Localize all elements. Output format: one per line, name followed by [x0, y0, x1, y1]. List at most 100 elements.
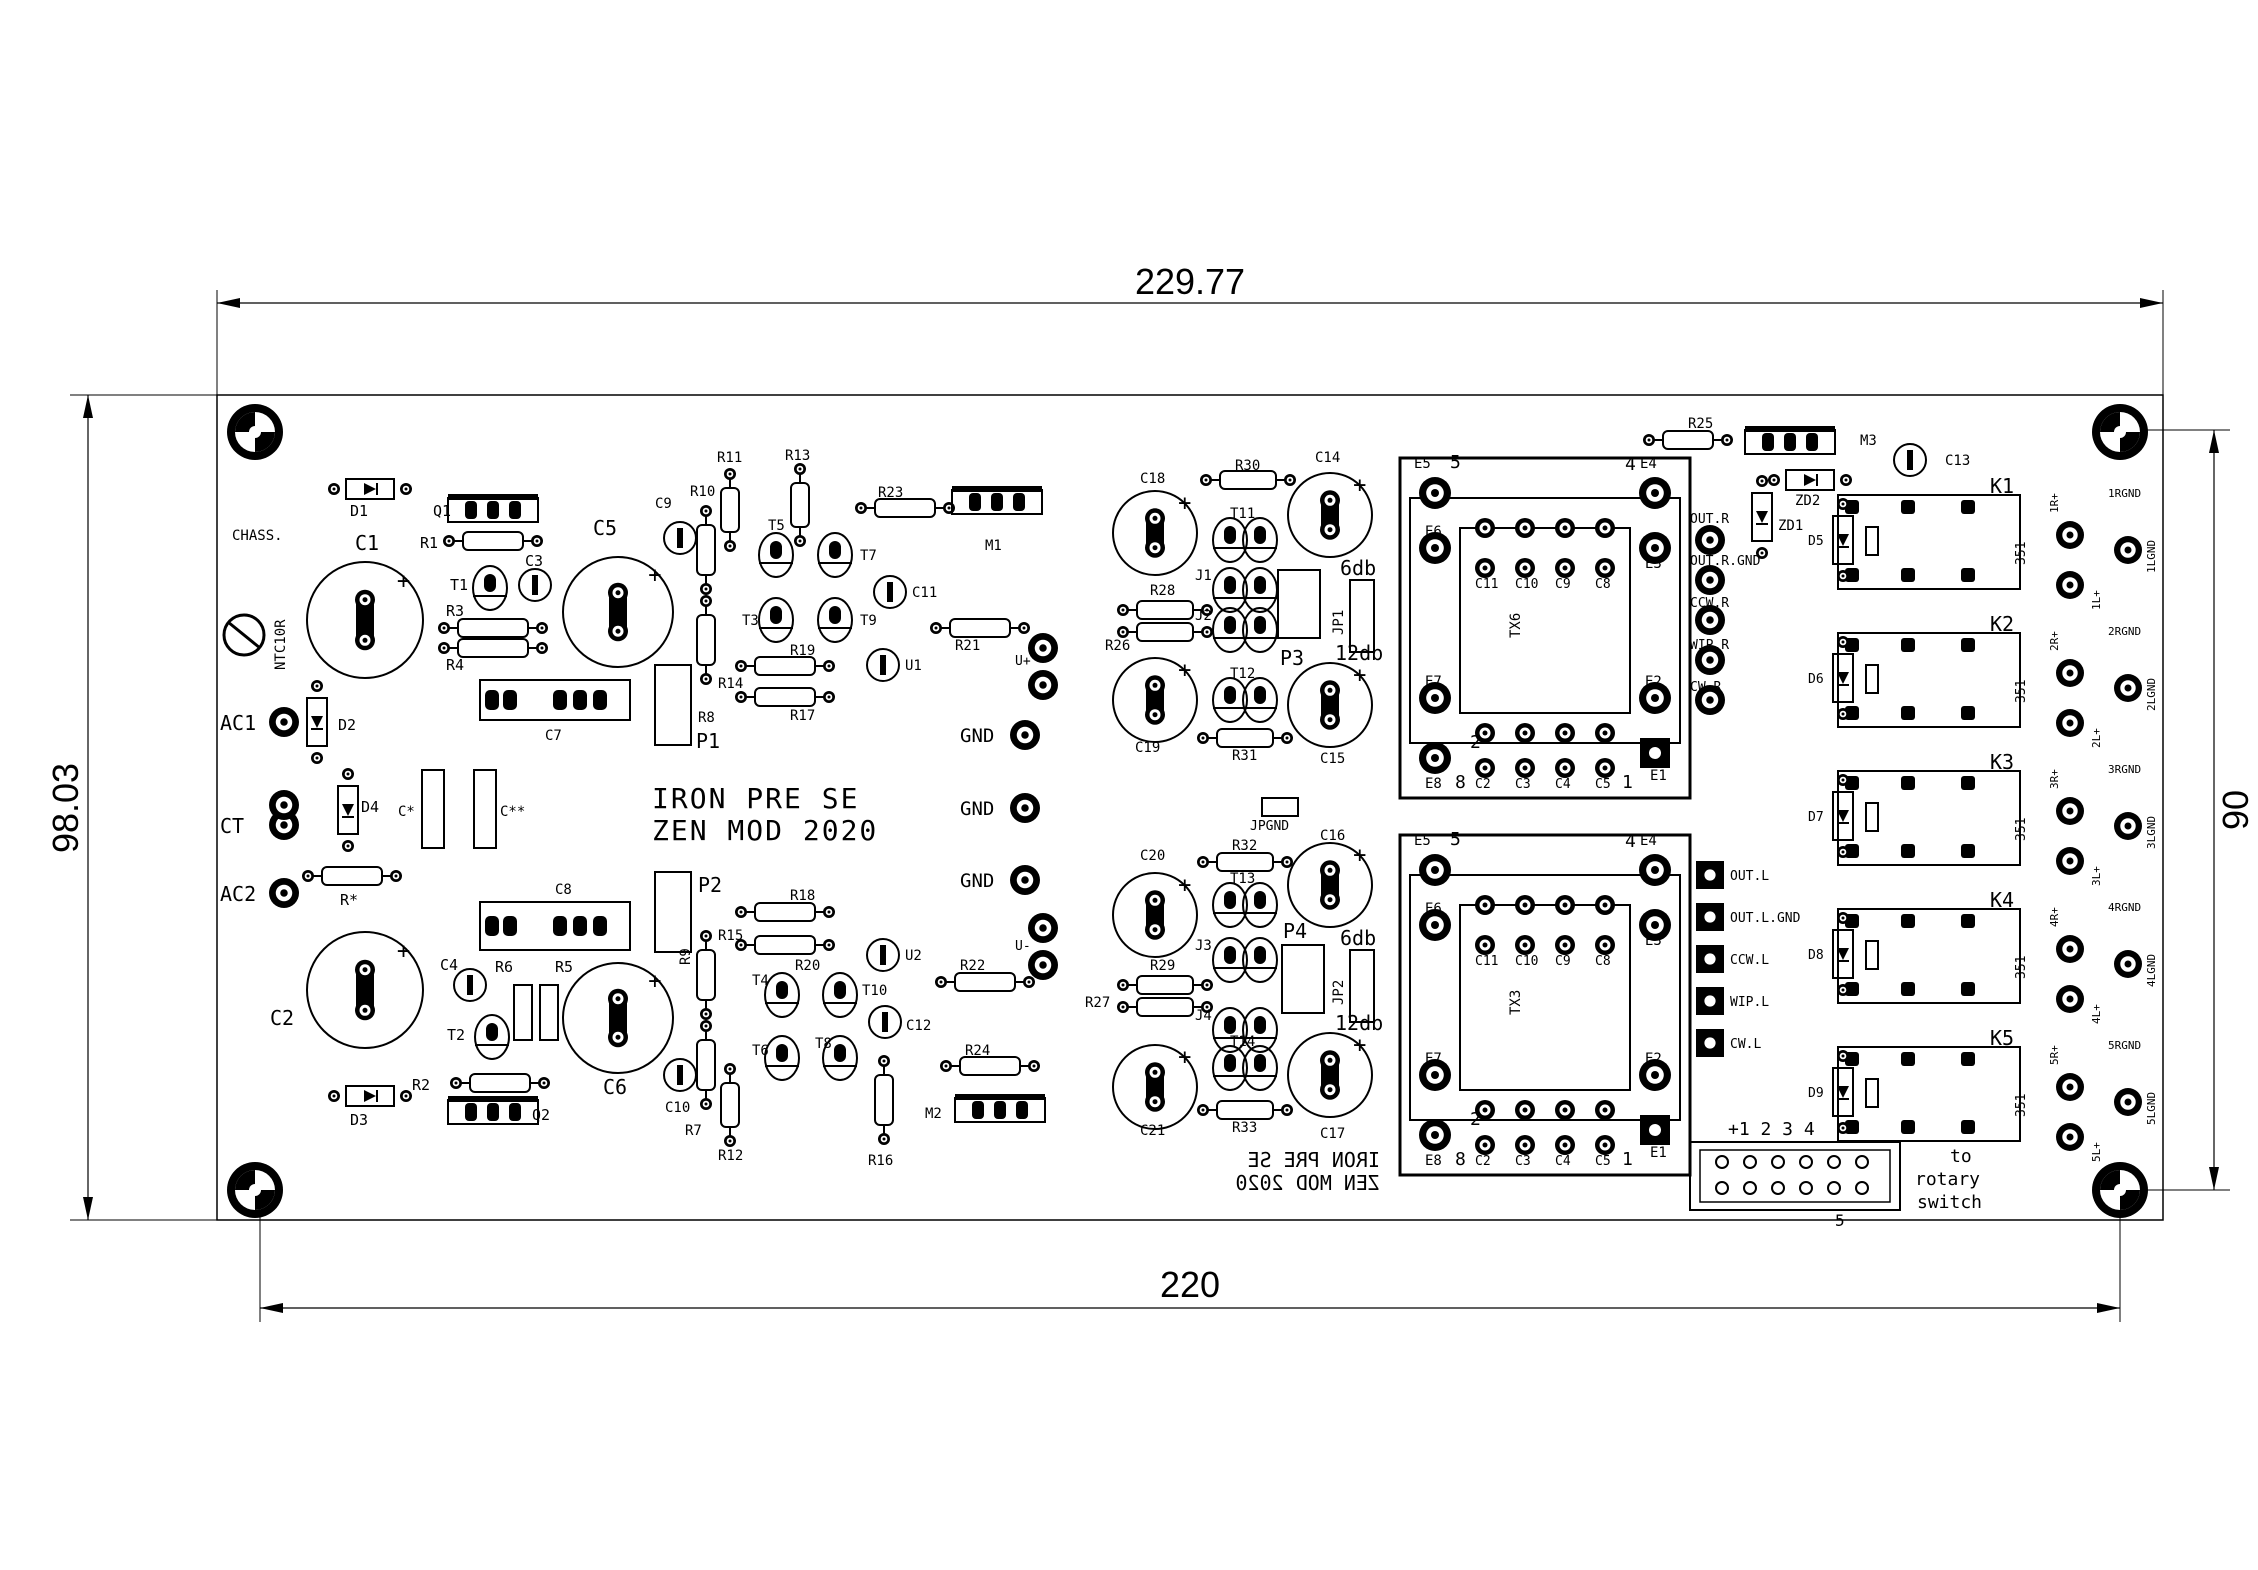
dimension-bottom-label: 220 — [1160, 1264, 1220, 1305]
resistor-r27 — [1136, 997, 1194, 1017]
pad-hole — [1522, 902, 1528, 908]
label-relay-diode-2: D7 — [1808, 810, 1824, 825]
label-tx-inner: C5 — [1595, 1154, 1611, 1169]
resistor-r12 — [720, 1082, 740, 1128]
film-cap-pad — [503, 690, 517, 710]
resistor-r28 — [1136, 600, 1194, 620]
resistor-r13 — [790, 482, 810, 528]
pad-hole — [2066, 669, 2074, 677]
relay-pin — [1901, 914, 1915, 928]
pad-hole — [1704, 1037, 1716, 1049]
label-relay-lg: 1LGND — [2145, 540, 2158, 573]
trimmer-p2 — [654, 871, 692, 953]
cap-band — [880, 945, 886, 965]
mounting-hole-center — [2114, 1184, 2126, 1196]
label-relay-4: K5 — [1990, 1026, 2014, 1050]
pad-hole — [704, 934, 708, 938]
label-c16: C16 — [1320, 828, 1345, 844]
pad-hole — [1327, 867, 1333, 873]
label-r6: R6 — [495, 958, 513, 976]
label-j-1: J2 — [1195, 608, 1212, 624]
pad-hole — [2066, 531, 2074, 539]
regulator-pin — [972, 1101, 984, 1119]
transistor-pad — [1224, 1054, 1236, 1072]
label-relay-lg: 5LGND — [2145, 1092, 2158, 1125]
label-r16: R16 — [868, 1153, 893, 1169]
pad-hole — [1841, 574, 1845, 578]
pad-hole — [1152, 682, 1158, 688]
label-c18: C18 — [1140, 471, 1165, 487]
board-title-line1: IRON PRE SE — [652, 782, 859, 815]
label-e1: E1 — [1650, 768, 1667, 784]
regulator-pin — [1762, 433, 1774, 451]
transistor — [1212, 1007, 1248, 1053]
pad-hole — [859, 506, 863, 510]
label-q2: Q2 — [532, 1106, 550, 1124]
label-jp2: JP2 — [1331, 980, 1347, 1005]
label-c17: C17 — [1320, 1126, 1345, 1142]
transistor — [1242, 1007, 1278, 1053]
label-e3: E3 — [1645, 556, 1662, 572]
transistor — [1212, 937, 1248, 983]
connector-pin — [1715, 1155, 1729, 1169]
resistor-r3 — [457, 618, 529, 638]
label-t5: T5 — [768, 518, 785, 534]
film-cap-pad — [485, 916, 499, 936]
resistor-r14 — [696, 614, 716, 666]
label-relay-rg: 3RGND — [2108, 763, 2141, 776]
label-relay-l: 4L+ — [2090, 1004, 2103, 1024]
polarity-plus: + — [1178, 873, 1191, 898]
regulator-pin — [1013, 493, 1025, 511]
pad-hole — [1431, 544, 1439, 552]
label-tx-inner: C11 — [1475, 954, 1498, 969]
capacitor-c20 — [1112, 872, 1198, 958]
label-r25: R25 — [1688, 416, 1713, 432]
pad-hole — [540, 626, 544, 630]
mirrored-title: IRON PRE SE ZEN MOD 2020 — [1236, 1148, 1381, 1195]
label-relay-l: 5L+ — [2090, 1142, 2103, 1162]
transformer-0 — [1398, 456, 1692, 800]
pad-hole — [540, 646, 544, 650]
pad-hole — [1327, 717, 1333, 723]
cap-band — [609, 998, 627, 1038]
label-t2: T2 — [447, 1026, 465, 1044]
pad-hole — [1841, 778, 1845, 782]
label-d3: D3 — [350, 1111, 368, 1129]
label-r9: R9 — [678, 948, 694, 965]
connector-note-to: to — [1950, 1146, 1972, 1167]
relay-pin — [1961, 1120, 1975, 1134]
regulator-pin — [509, 1103, 521, 1121]
component-layer: CHASS.NTC10RAC1CTAC2+C1+C2+C5+C6D1D2D3D4… — [220, 416, 2158, 1177]
pad-hole — [882, 1137, 886, 1141]
capacitor-c4 — [453, 968, 487, 1002]
relay-pin — [1961, 914, 1975, 928]
film-cap-pad — [593, 916, 607, 936]
pad-hole — [1327, 897, 1333, 903]
label-relay-l: 2L+ — [2090, 728, 2103, 748]
pad-hole — [1039, 681, 1047, 689]
label-uminus: U- — [1015, 939, 1031, 954]
label-r28: R28 — [1150, 583, 1175, 599]
pad-hole — [1706, 656, 1714, 664]
label-t1: T1 — [450, 576, 468, 594]
mirror-title-line1: IRON PRE SE — [1248, 1148, 1380, 1172]
label-c10: C10 — [665, 1100, 690, 1116]
label-relay-r: 1R+ — [2048, 493, 2061, 513]
pad-hole — [1760, 479, 1764, 483]
transistor-t9 — [817, 597, 853, 643]
diode-d4 — [337, 785, 359, 835]
label-u1: U1 — [905, 658, 922, 674]
pad-hole — [739, 910, 743, 914]
label-e6: E6 — [1425, 524, 1442, 540]
label-out-r-1: OUT.R.GND — [1690, 554, 1761, 569]
regulator-pin — [969, 493, 981, 511]
relay-coil — [1865, 664, 1879, 694]
label-c8: C8 — [555, 882, 572, 898]
capacitor-c5 — [562, 556, 674, 668]
pad-hole — [1651, 866, 1659, 874]
label-e4: E4 — [1640, 833, 1657, 849]
label-e6: E6 — [1425, 901, 1442, 917]
relay-pin — [1901, 706, 1915, 720]
pad-hole — [1121, 608, 1125, 612]
pad-hole — [346, 844, 350, 848]
